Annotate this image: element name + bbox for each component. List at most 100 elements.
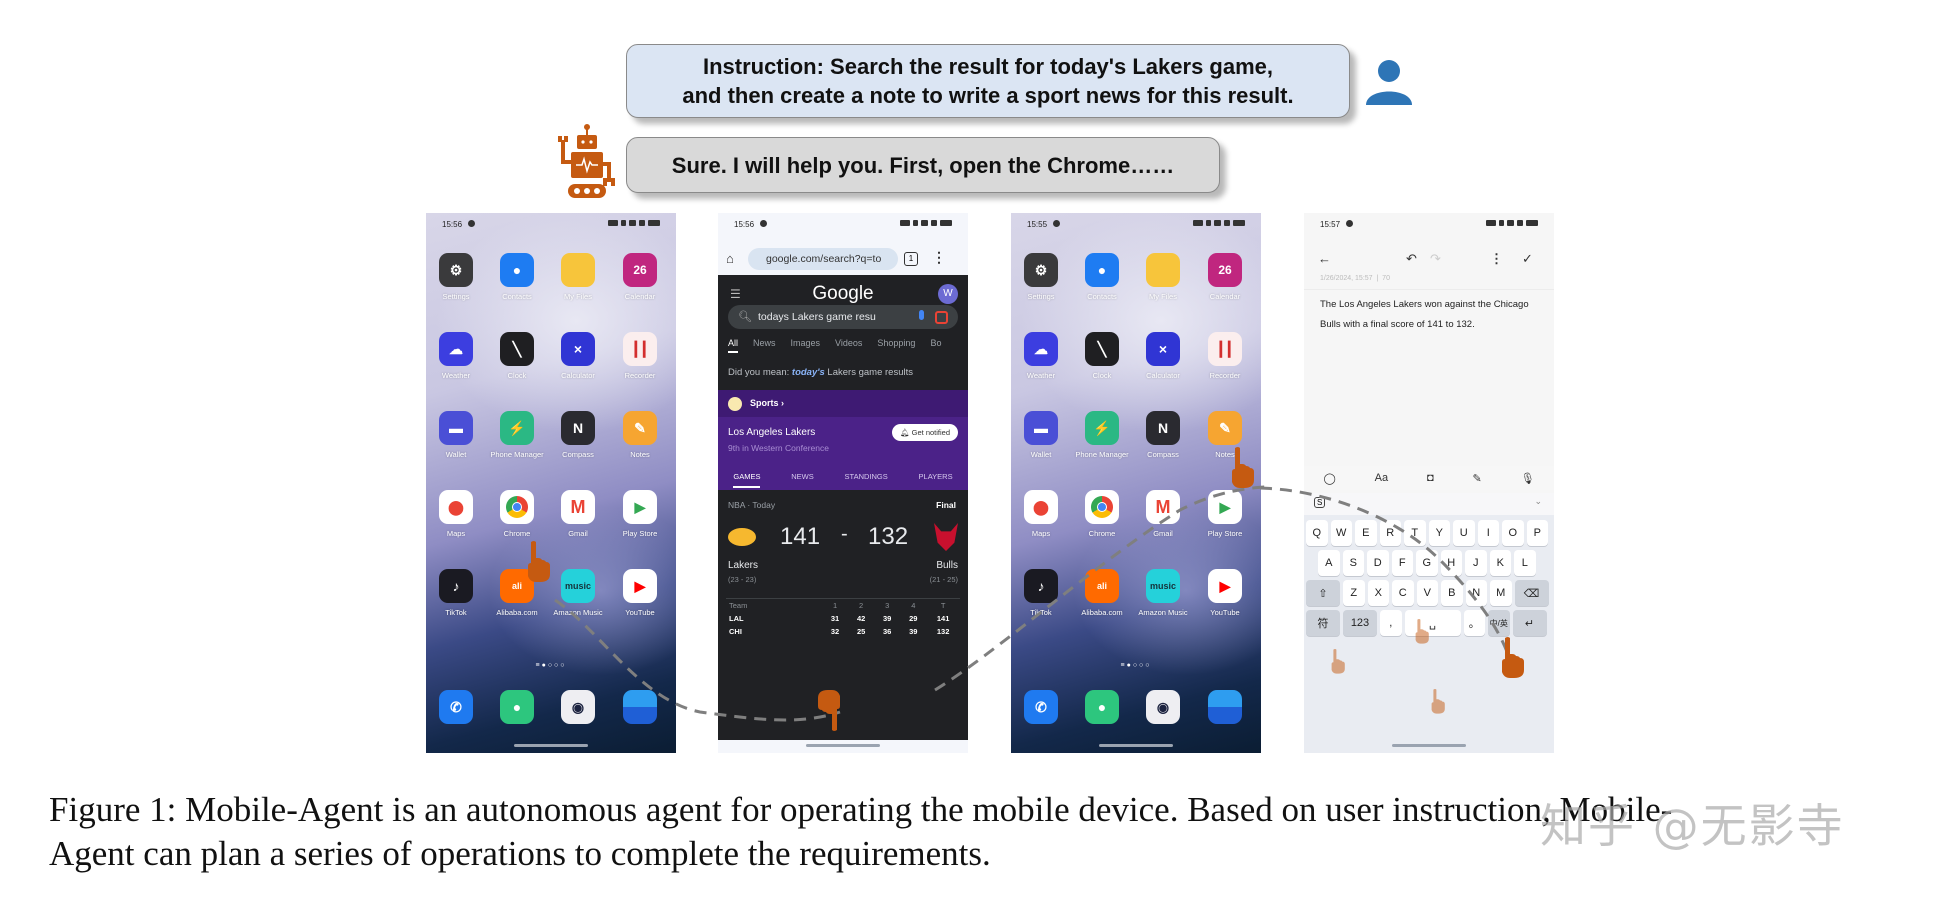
back-arrow-icon[interactable]: ← bbox=[1318, 251, 1331, 266]
address-bar[interactable]: google.com/search?q=to bbox=[748, 248, 898, 270]
key[interactable]: S bbox=[1342, 550, 1364, 576]
app-wallet[interactable]: ▬Wallet bbox=[1011, 411, 1071, 459]
enter-key[interactable]: ↵ bbox=[1512, 610, 1547, 636]
home-indicator[interactable] bbox=[1392, 744, 1466, 747]
key[interactable]: Y bbox=[1428, 520, 1450, 546]
comma-key[interactable]: , bbox=[1380, 610, 1402, 636]
dock-gallery[interactable] bbox=[1195, 690, 1255, 724]
more-options-icon[interactable]: ⋮ bbox=[932, 249, 946, 265]
redo-icon[interactable]: ↷ bbox=[1430, 251, 1441, 266]
key[interactable]: L bbox=[1514, 550, 1536, 576]
app-calculator[interactable]: ×Calculator bbox=[1133, 332, 1193, 380]
filter-tab-all[interactable]: All bbox=[728, 338, 739, 353]
filter-tab-images[interactable]: Images bbox=[790, 338, 821, 348]
key[interactable]: T bbox=[1404, 520, 1426, 546]
app-contacts[interactable]: ●Contacts bbox=[1072, 253, 1132, 301]
pen-icon[interactable]: ✎ bbox=[1472, 472, 1482, 485]
app-play-store[interactable]: ▶Play Store bbox=[1195, 490, 1255, 538]
dock-messages[interactable]: ● bbox=[1072, 690, 1132, 724]
tab-switcher-button[interactable]: 1 bbox=[904, 252, 918, 266]
app-chrome[interactable]: Chrome bbox=[487, 490, 547, 538]
note-body-input[interactable]: The Los Angeles Lakers won against the C… bbox=[1320, 299, 1529, 330]
tab-players[interactable]: PLAYERS bbox=[918, 472, 953, 481]
check-circle-icon[interactable]: ◯ bbox=[1323, 472, 1336, 485]
account-avatar[interactable]: W bbox=[938, 284, 958, 304]
sports-link[interactable]: Sports › bbox=[750, 398, 785, 408]
home-indicator[interactable] bbox=[1099, 744, 1173, 747]
tab-standings[interactable]: STANDINGS bbox=[844, 472, 888, 481]
key[interactable]: V bbox=[1416, 580, 1438, 606]
hamburger-menu-icon[interactable]: ☰ bbox=[730, 287, 741, 301]
app-maps[interactable]: ⬤Maps bbox=[426, 490, 486, 538]
key[interactable]: K bbox=[1489, 550, 1511, 576]
did-you-mean[interactable]: Did you mean: today's Lakers game result… bbox=[728, 367, 913, 378]
app-my-files[interactable]: My Files bbox=[548, 253, 608, 301]
key[interactable]: Q bbox=[1306, 520, 1328, 546]
app-chrome[interactable]: Chrome bbox=[1072, 490, 1132, 538]
mic-icon[interactable] bbox=[919, 310, 924, 320]
key[interactable]: O bbox=[1502, 520, 1524, 546]
key[interactable]: J bbox=[1465, 550, 1487, 576]
app-notes[interactable]: ✎Notes bbox=[610, 411, 670, 459]
key[interactable]: P bbox=[1526, 520, 1548, 546]
key[interactable]: M bbox=[1490, 580, 1512, 606]
text-format-button[interactable]: Aa bbox=[1374, 472, 1389, 484]
key[interactable]: C bbox=[1392, 580, 1414, 606]
key[interactable]: N bbox=[1465, 580, 1487, 606]
mic-icon[interactable]: 🎙︎ bbox=[1520, 472, 1535, 485]
backspace-key[interactable]: ⌫ bbox=[1514, 580, 1549, 606]
dock-phone[interactable]: ✆ bbox=[1011, 690, 1071, 724]
app-youtube[interactable]: ▶YouTube bbox=[1195, 569, 1255, 617]
app-weather[interactable]: ☁Weather bbox=[1011, 332, 1071, 380]
app-recorder[interactable]: ┃┃Recorder bbox=[1195, 332, 1255, 380]
app-settings[interactable]: ⚙Settings bbox=[1011, 253, 1071, 301]
key[interactable]: G bbox=[1416, 550, 1438, 576]
google-lens-icon[interactable] bbox=[935, 311, 948, 324]
dock-camera[interactable]: ◉ bbox=[548, 690, 608, 724]
key[interactable]: B bbox=[1441, 580, 1463, 606]
app-wallet[interactable]: ▬Wallet bbox=[426, 411, 486, 459]
ime-logo-icon[interactable]: S bbox=[1314, 497, 1326, 508]
app-clock[interactable]: ╲Clock bbox=[1072, 332, 1132, 380]
key[interactable]: I bbox=[1477, 520, 1499, 546]
dock-gallery[interactable] bbox=[610, 690, 670, 724]
dock-messages[interactable]: ● bbox=[487, 690, 547, 724]
numbers-key[interactable]: 123 bbox=[1343, 610, 1377, 636]
filter-tab-videos[interactable]: Videos bbox=[835, 338, 863, 348]
key[interactable]: D bbox=[1367, 550, 1389, 576]
key[interactable]: A bbox=[1318, 550, 1340, 576]
app-notes[interactable]: ✎Notes bbox=[1195, 411, 1255, 459]
symbols-key[interactable]: 符 bbox=[1306, 610, 1340, 636]
key[interactable]: H bbox=[1440, 550, 1462, 576]
app-clock[interactable]: ╲Clock bbox=[487, 332, 547, 380]
tab-news[interactable]: NEWS bbox=[791, 472, 814, 481]
filter-tab-shopping[interactable]: Shopping bbox=[877, 338, 916, 348]
key[interactable]: R bbox=[1379, 520, 1401, 546]
home-indicator[interactable] bbox=[514, 744, 588, 747]
app-tiktok[interactable]: ♪TikTok bbox=[426, 569, 486, 617]
key[interactable]: Z bbox=[1343, 580, 1365, 606]
tab-games[interactable]: GAMES bbox=[733, 472, 761, 488]
undo-icon[interactable]: ↶ bbox=[1406, 251, 1417, 266]
shift-key[interactable]: ⇧ bbox=[1306, 580, 1340, 606]
app-calculator[interactable]: ×Calculator bbox=[548, 332, 608, 380]
app-play-store[interactable]: ▶Play Store bbox=[610, 490, 670, 538]
app-settings[interactable]: ⚙Settings bbox=[426, 253, 486, 301]
chevron-down-icon[interactable]: ⌄ bbox=[1534, 496, 1542, 506]
filter-tab-books[interactable]: Bo bbox=[930, 338, 942, 348]
get-notified-button[interactable]: 🔔︎ Get notified bbox=[892, 424, 958, 441]
camera-icon[interactable]: ◘ bbox=[1426, 472, 1434, 484]
app-tiktok[interactable]: ♪TikTok bbox=[1011, 569, 1071, 617]
checkmark-icon[interactable]: ✓ bbox=[1522, 251, 1533, 266]
home-indicator[interactable] bbox=[806, 744, 880, 747]
key[interactable]: U bbox=[1453, 520, 1475, 546]
app-phone-manager[interactable]: ⚡Phone Manager bbox=[1072, 411, 1132, 459]
